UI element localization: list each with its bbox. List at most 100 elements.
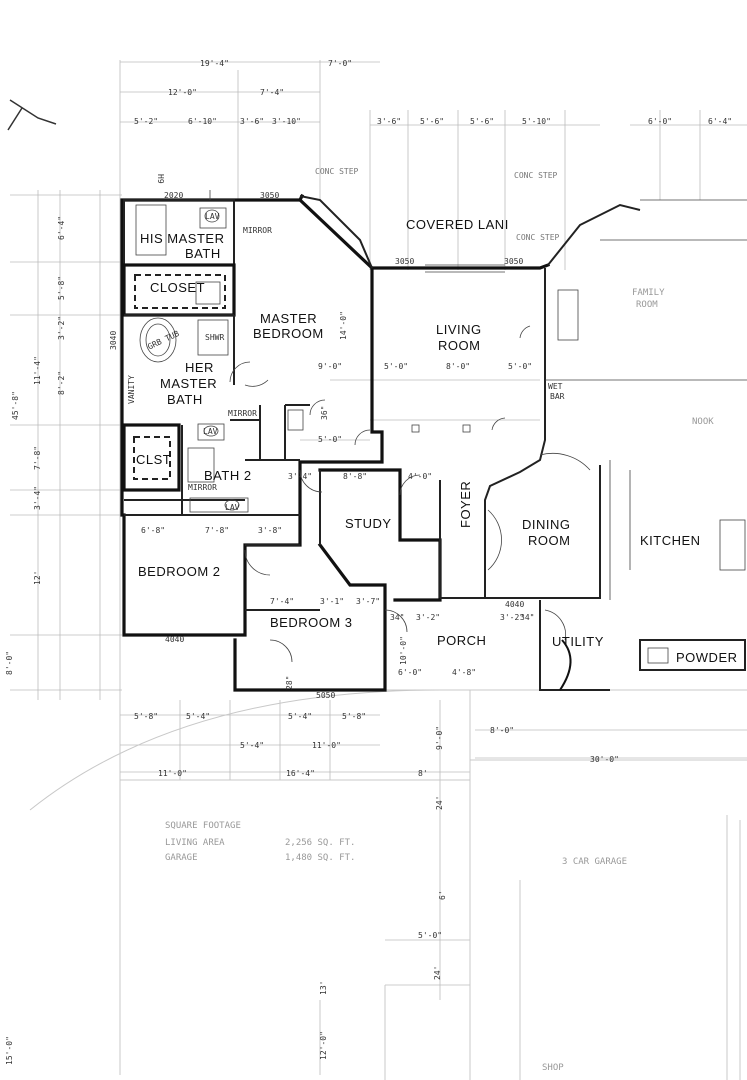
dim-label: 8'-2"	[57, 371, 66, 395]
dim-label: 5'-6"	[470, 117, 494, 126]
conc-step-label-2: CONC STEP	[514, 171, 558, 180]
garage-label: 3 CAR GARAGE	[562, 857, 627, 867]
utility-label: UTILITY	[552, 634, 604, 649]
opening-codes: 2020 3050 3050 3050 4040 4040 5050 3040	[109, 191, 524, 700]
lanai-walls	[299, 195, 747, 381]
dim-label: 9'-0"	[318, 362, 342, 371]
dim-label: 8'-0"	[5, 651, 14, 675]
wet-bar-label-1: WET	[548, 382, 563, 391]
dim-label: 6'-0"	[398, 668, 422, 677]
mirror-label-3: MIRROR	[188, 483, 217, 492]
dimensions-top: 19'-4" 7'-0" 12'-0" 7'-4" 5'-2" 6'-10" 3…	[134, 59, 732, 126]
dim-label: 30'-0"	[590, 755, 619, 764]
family-room-label-2: ROOM	[636, 300, 658, 310]
closet-label: CLOSET	[150, 280, 205, 295]
lav-label-2: LAV	[203, 427, 218, 436]
dim-label: 19'-4"	[200, 59, 229, 68]
sqft-living-value: 2,256 SQ. FT.	[285, 838, 355, 848]
dim-label: 7'-4"	[260, 88, 284, 97]
dim-label: 7'-4"	[270, 597, 294, 606]
lav-label-3: LAV	[225, 503, 240, 512]
dim-label: 11'-4"	[33, 356, 42, 385]
vanity-label: VANITY	[127, 375, 136, 404]
dim-label: 8'	[418, 769, 428, 778]
dim-label: 6'-8"	[141, 526, 165, 535]
dim-label: 6'-4"	[708, 117, 732, 126]
dim-label: 11'-0"	[158, 769, 187, 778]
dimensions-bottom: 5'-8" 5'-4" 5'-4" 5'-8" 5'-4" 11'-0" 11'…	[134, 712, 619, 1060]
dim-label: 36"	[320, 406, 329, 420]
shwr-label: SHWR	[205, 333, 224, 342]
dim-label: 8'-0"	[446, 362, 470, 371]
north-arrow-icon	[7, 99, 57, 131]
mirror-label-2: MIRROR	[228, 409, 257, 418]
dim-label: 24'	[435, 796, 444, 810]
master-bedroom-label-1: MASTER	[260, 311, 317, 326]
dim-label: 7'-8"	[205, 526, 229, 535]
dim-label: 12'-0"	[319, 1031, 328, 1060]
study-label: STUDY	[345, 516, 392, 531]
his-master-bath-label-2: BATH	[185, 246, 221, 261]
dim-label: 9'-0"	[435, 726, 444, 750]
dim-label: 13'	[319, 981, 328, 995]
dim-label: 3'-2"	[416, 613, 440, 622]
her-master-bath-label-2: MASTER	[160, 376, 217, 391]
dim-label: 10'-0"	[399, 636, 408, 665]
dim-label: 8'-8"	[343, 472, 367, 481]
dim-label: 6'	[438, 890, 447, 900]
dim-label: 24'	[433, 966, 442, 980]
dim-label: 5'-4"	[186, 712, 210, 721]
dim-label: 3'-6"	[240, 117, 264, 126]
lav-label-1: LAV	[205, 212, 220, 221]
garage-outline	[29, 689, 747, 1080]
clst-label: CLST	[136, 452, 171, 467]
bedroom-2-label: BEDROOM 2	[138, 564, 221, 579]
living-room-label-2: ROOM	[438, 338, 480, 353]
dim-label: 34"	[390, 613, 404, 622]
dim-label: 3'-1"	[320, 597, 344, 606]
exterior-walls	[120, 193, 610, 692]
dim-label: 3'-6"	[377, 117, 401, 126]
dim-label: 3'-2"	[57, 316, 66, 340]
window-code: 3050	[260, 191, 279, 200]
dim-label: 5'-10"	[522, 117, 551, 126]
dim-label: 4'-8"	[452, 668, 476, 677]
conc-step-label-3: CONC STEP	[516, 233, 560, 242]
master-bedroom-label-2: BEDROOM	[253, 326, 324, 341]
dim-label: 15'-0"	[5, 1036, 14, 1065]
interior-walls	[122, 199, 746, 671]
shop-label: SHOP	[542, 1063, 564, 1073]
covered-lanai-label: COVERED LANI	[406, 217, 509, 232]
dim-label: 5'-0"	[384, 362, 408, 371]
dim-label: 3'-8"	[258, 526, 282, 535]
door-swings	[209, 190, 591, 691]
window-code: 2020	[164, 191, 183, 200]
his-master-bath-label-1: HIS MASTER	[140, 231, 224, 246]
dim-label: 5'-2"	[134, 117, 158, 126]
dim-label: 3'-4"	[33, 486, 42, 510]
sqft-living-label: LIVING AREA	[165, 838, 225, 848]
dim-label: 11'-0"	[312, 741, 341, 750]
dim-label: 3'-2"	[500, 613, 524, 622]
window-code: 4040	[165, 635, 184, 644]
dim-label: 14'-0"	[339, 311, 348, 340]
dim-label: 3'-7"	[356, 597, 380, 606]
dimensions-interior: 14'-0" 9'-0" 5'-0" 8'-0" 5'-0" 36" 5'-0"…	[141, 311, 534, 690]
square-footage-block: SQUARE FOOTAGE LIVING AREA 2,256 SQ. FT.…	[165, 821, 355, 863]
bedroom-3-label: BEDROOM 3	[270, 615, 353, 630]
dim-label: 7'-8"	[33, 446, 42, 470]
window-code: 3050	[395, 257, 414, 266]
sqft-garage-label: GARAGE	[165, 853, 198, 863]
dim-label: 5'-0"	[318, 435, 342, 444]
dim-label: 6'-4"	[57, 216, 66, 240]
dining-room-label-2: ROOM	[528, 533, 570, 548]
window-code: 3040	[109, 331, 118, 350]
dimension-grid	[10, 60, 747, 1075]
mirror-label-1: MIRROR	[243, 226, 272, 235]
porch-label: PORCH	[437, 633, 486, 648]
dim-label: 3'-10"	[272, 117, 301, 126]
dim-label: 28"	[285, 676, 294, 690]
dim-label: 7'-0"	[328, 59, 352, 68]
window-code: 3050	[504, 257, 523, 266]
